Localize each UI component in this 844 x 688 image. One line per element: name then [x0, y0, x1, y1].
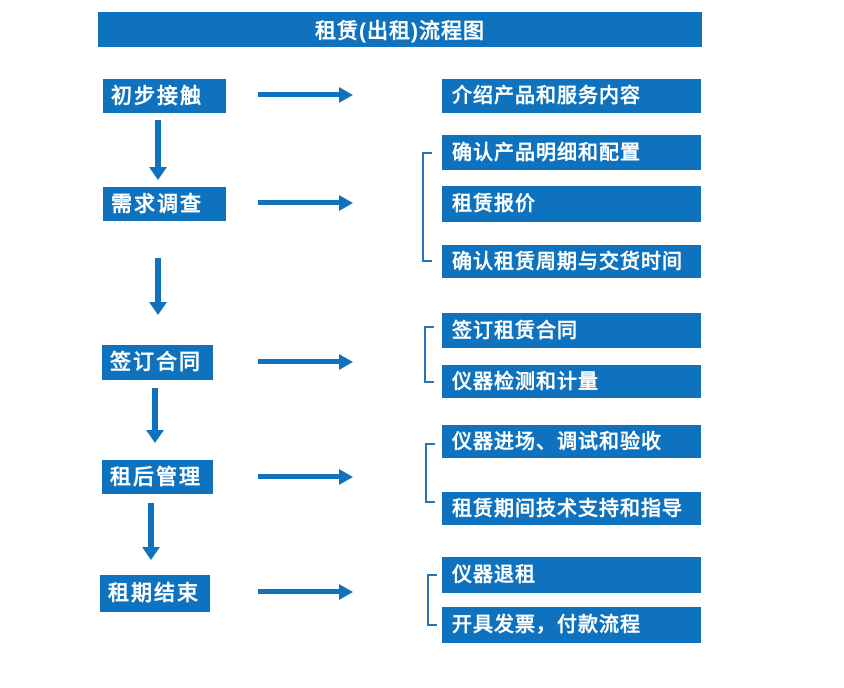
- output-box-confirm-rental-period: 确认租赁周期与交货时间: [442, 245, 701, 278]
- group-bracket-rental-end: [427, 574, 437, 626]
- group-bracket-sign-contract: [424, 326, 434, 383]
- output-box-technical-support: 租赁期间技术支持和指导: [442, 492, 701, 525]
- output-box-instrument-setup: 仪器进场、调试和验收: [442, 425, 701, 458]
- right-arrow-icon-5: [258, 584, 353, 600]
- flowchart-title: 租赁(出租)流程图: [98, 12, 702, 47]
- output-box-rental-quotation: 租赁报价: [442, 186, 701, 222]
- right-arrow-icon-1: [258, 87, 353, 103]
- group-bracket-post-rental: [425, 443, 435, 503]
- stage-box-initial-contact: 初步接触: [103, 79, 226, 113]
- right-arrow-icon-2: [258, 195, 353, 211]
- output-box-sign-rental-contract: 签订租赁合同: [442, 313, 701, 348]
- right-arrow-icon-4: [258, 469, 353, 485]
- stage-box-post-rental-management: 租后管理: [102, 460, 213, 494]
- down-arrow-icon-4: [142, 503, 160, 560]
- down-arrow-icon-2: [149, 258, 167, 315]
- stage-box-demand-survey: 需求调查: [103, 187, 226, 221]
- output-box-instrument-return: 仪器退租: [442, 557, 701, 593]
- group-bracket-demand-survey: [422, 152, 432, 262]
- output-box-introduce-products: 介绍产品和服务内容: [442, 79, 701, 113]
- down-arrow-icon-3: [146, 388, 164, 443]
- stage-box-rental-end: 租期结束: [100, 575, 210, 612]
- down-arrow-icon-1: [149, 120, 167, 180]
- stage-box-sign-contract: 签订合同: [102, 345, 213, 380]
- output-box-instrument-inspection: 仪器检测和计量: [442, 365, 701, 398]
- output-box-confirm-product-details: 确认产品明细和配置: [442, 135, 701, 170]
- output-box-invoice-payment: 开具发票，付款流程: [442, 607, 701, 643]
- right-arrow-icon-3: [258, 354, 353, 370]
